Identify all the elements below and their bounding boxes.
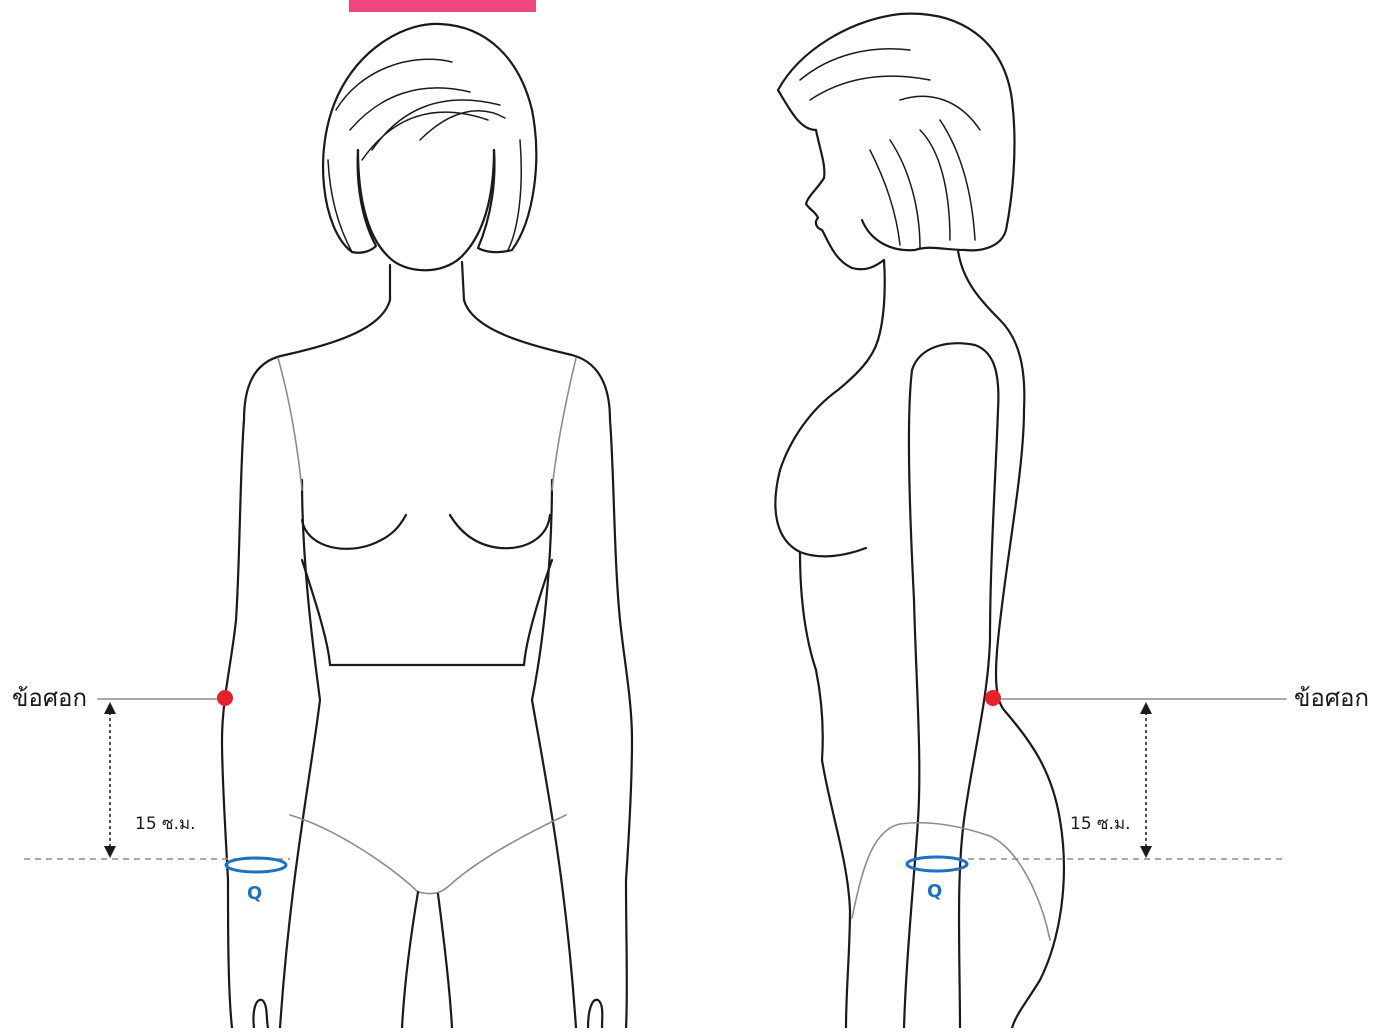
front-chest-guides bbox=[278, 358, 576, 490]
right-arrow-down bbox=[1140, 846, 1152, 858]
right-elbow-marker bbox=[985, 690, 1001, 706]
side-hair-strands bbox=[800, 49, 980, 248]
right-elbow-label: ข้อศอก bbox=[1294, 684, 1369, 712]
left-arrow-down bbox=[104, 846, 116, 858]
front-briefs bbox=[290, 815, 566, 894]
right-measure-guides bbox=[907, 690, 1286, 871]
right-measure-ring bbox=[907, 857, 967, 871]
front-face bbox=[358, 150, 494, 270]
left-measure-label: Q bbox=[247, 883, 262, 904]
front-figure bbox=[222, 24, 632, 1028]
left-measure-ring bbox=[226, 858, 286, 872]
right-arrow-up bbox=[1140, 702, 1152, 714]
right-distance-label: 15 ซ.ม. bbox=[1070, 814, 1131, 834]
right-measure-label: Q bbox=[927, 881, 942, 902]
side-neck bbox=[878, 250, 1024, 410]
left-elbow-marker bbox=[217, 690, 233, 706]
accent-tab bbox=[349, 0, 536, 12]
side-back bbox=[996, 410, 1064, 1028]
left-elbow-label: ข้อศอก bbox=[12, 684, 87, 712]
front-hair bbox=[323, 24, 536, 253]
left-arrow-up bbox=[104, 702, 116, 714]
front-neck bbox=[390, 262, 464, 300]
side-arm bbox=[904, 343, 998, 1028]
front-inner-arms bbox=[280, 480, 576, 1028]
front-legs bbox=[402, 892, 452, 1028]
side-face bbox=[806, 130, 884, 269]
left-distance-label: 15 ซ.ม. bbox=[135, 814, 196, 834]
side-briefs bbox=[852, 823, 1050, 940]
left-measure-guides bbox=[24, 690, 290, 872]
front-hands bbox=[253, 1000, 602, 1028]
front-waist bbox=[302, 560, 552, 665]
side-figure bbox=[775, 14, 1064, 1028]
front-chest bbox=[302, 515, 550, 549]
side-front-body bbox=[775, 340, 878, 1028]
